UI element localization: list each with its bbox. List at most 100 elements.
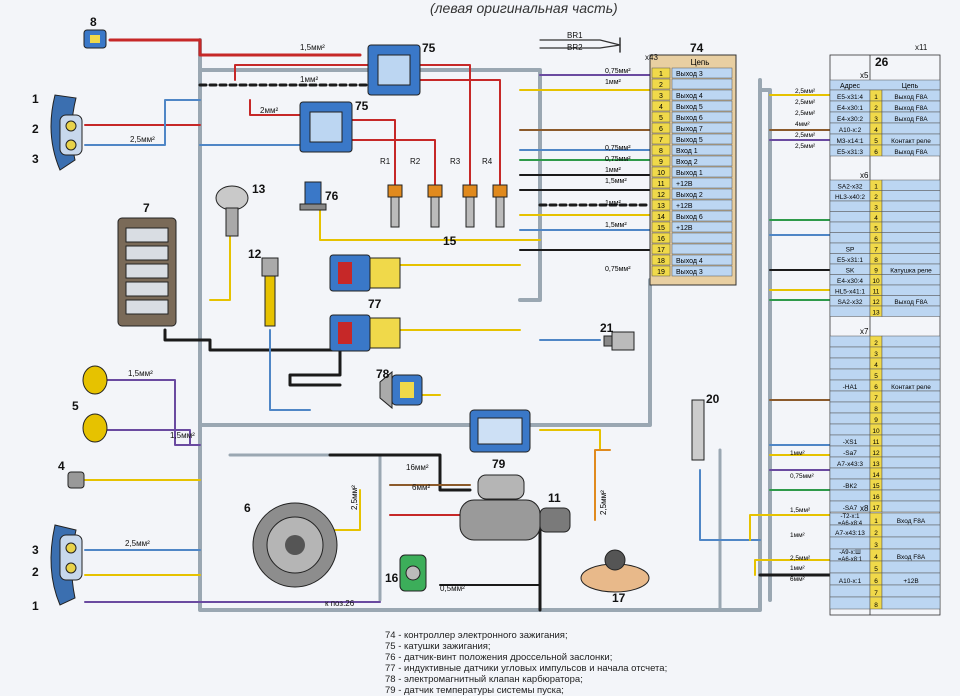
- x43-circuit-name: Выход 3: [676, 71, 703, 78]
- label-13: 13: [252, 182, 266, 196]
- x6-address-cell: [829, 200, 871, 212]
- x8-pin-number: 4: [874, 554, 878, 561]
- x43-pin-number: 15: [657, 225, 665, 232]
- x43-pin-cell: [651, 265, 671, 277]
- x8-wire-gauge: 1мм²: [790, 565, 806, 572]
- wire-label-6: 6мм²: [412, 483, 430, 492]
- x43-pin-cell: [651, 100, 671, 112]
- x43-circuit-name: Выход 2: [676, 192, 703, 199]
- label-3-bottom: 3: [32, 543, 39, 557]
- x5-header-circuit: Цепь: [902, 83, 919, 90]
- x7-address: -НА1: [843, 384, 858, 391]
- wire-black: [163, 328, 342, 387]
- x5-circuit: Выход F8A: [894, 149, 928, 156]
- x7-address: -ВК2: [843, 483, 857, 490]
- x7-pin-number: 16: [872, 494, 880, 501]
- wire-yellow: [749, 514, 831, 541]
- component-8: [83, 29, 107, 49]
- x7-address-cell: [829, 346, 871, 359]
- label-r3: R3: [450, 157, 461, 166]
- x7-label: x7: [860, 327, 869, 336]
- x6-circuit-cell: [881, 274, 941, 286]
- x43-circuit-cell: [671, 166, 733, 178]
- x7-circuit-cell: [881, 346, 941, 359]
- x7-circuit-cell: [881, 500, 941, 513]
- wire-harness-gray: [758, 88, 772, 602]
- x6-pin-number: 1: [874, 184, 878, 191]
- x8-address-cell: [829, 596, 871, 610]
- x7-pin-number: 4: [874, 362, 878, 369]
- x6-circuit-cell: [881, 179, 941, 191]
- x5-address: Е5-х31:3: [837, 149, 863, 156]
- x5-address: А10-х:2: [839, 127, 862, 134]
- x43-circuit-name: +12В: [676, 225, 693, 232]
- x43-circuit-name: Выход 7: [676, 126, 703, 133]
- headlamp-bottom: [50, 524, 83, 606]
- sensor-76: [299, 181, 327, 211]
- x6-pin-number: 7: [874, 247, 878, 254]
- sensor-16: [399, 554, 427, 592]
- x43-circuit-cell: [671, 188, 733, 200]
- label-x43: x43: [645, 53, 658, 62]
- wire-blue: [269, 329, 311, 411]
- x7-address-cell: [829, 412, 871, 425]
- label-77: 77: [368, 297, 382, 311]
- x6-address-cell: [829, 221, 871, 233]
- x43-pin-cell: [651, 166, 671, 178]
- label-8: 8: [90, 15, 97, 29]
- block26-wire-labels: 2,5мм²2,5мм²2,5мм²4мм²2,5мм²2,5мм²1мм²0,…: [790, 88, 816, 583]
- label-kpoz26: к поз.26: [325, 599, 355, 608]
- x5-circuit-cell: [881, 144, 941, 157]
- x5-wire-gauge: 2,5мм²: [795, 132, 816, 139]
- label-6: 6: [244, 501, 251, 515]
- x43-circuit-cell: [671, 265, 733, 277]
- x43-circuit-cell: [671, 122, 733, 134]
- x43-circuit-cell: [671, 177, 733, 189]
- sensor-20: [691, 399, 705, 461]
- x6-circuit-cell: [881, 211, 941, 223]
- x7-circuit-cell: [881, 467, 941, 480]
- x6-circuit: Катушка реле: [890, 268, 932, 275]
- x43-circuit-cell: [671, 78, 733, 90]
- x8-pin-number: 2: [874, 530, 878, 537]
- x43-pin-number: 8: [659, 148, 663, 155]
- x8-wire-gauge: 6мм²: [790, 576, 806, 583]
- label-11: 11: [548, 491, 561, 505]
- x43-wire-gauge: 0,75мм²: [605, 68, 631, 75]
- x43-circuit-cell: [671, 144, 733, 156]
- x8-wire-gauge: 2,5мм²: [790, 555, 811, 562]
- x43-circuit-name: Выход 5: [676, 104, 703, 111]
- legend-item: 75 - катушки зажигания;: [385, 641, 491, 652]
- wire-brown: [594, 449, 611, 521]
- x43-pin-cell: [651, 122, 671, 134]
- x6-pin-number: 8: [874, 257, 878, 264]
- x43-circuit-name: +12В: [676, 181, 693, 188]
- wire-red: [349, 139, 436, 186]
- x7-circuit-cell: [881, 335, 941, 348]
- x6-pin-number: 2: [874, 194, 878, 201]
- label-3-top: 3: [32, 152, 39, 166]
- ignition-coil-75-lower: [299, 101, 353, 153]
- x5-circuit: Выход F8A: [894, 94, 928, 101]
- x7-address-cell: [829, 335, 871, 348]
- x43-pin-cell: [651, 243, 671, 255]
- legend: 74 - контроллер электронного зажигания;7…: [385, 630, 667, 696]
- x5-pin-number: 6: [874, 149, 878, 156]
- x43-pin-cell: [651, 111, 671, 123]
- x6-address: Е5-х31:1: [837, 257, 863, 264]
- x43-circuit-name: Выход 4: [676, 258, 703, 265]
- wire-label-25-fan: 2,5мм²: [599, 490, 608, 515]
- x7-circuit-cell: [881, 445, 941, 458]
- x5-circuit: Выход F8A: [894, 105, 928, 112]
- starter-11: [459, 474, 571, 541]
- spark-plugs-15: [387, 184, 508, 228]
- x7-circuit-cell: [881, 390, 941, 403]
- label-16: 16: [385, 571, 399, 585]
- x8-circuit-cell: [881, 584, 941, 598]
- x8-pin-number: 3: [874, 542, 878, 549]
- x8-label: x8: [860, 504, 869, 513]
- x7-address-cell: [829, 423, 871, 436]
- x6-label: x6: [860, 171, 869, 180]
